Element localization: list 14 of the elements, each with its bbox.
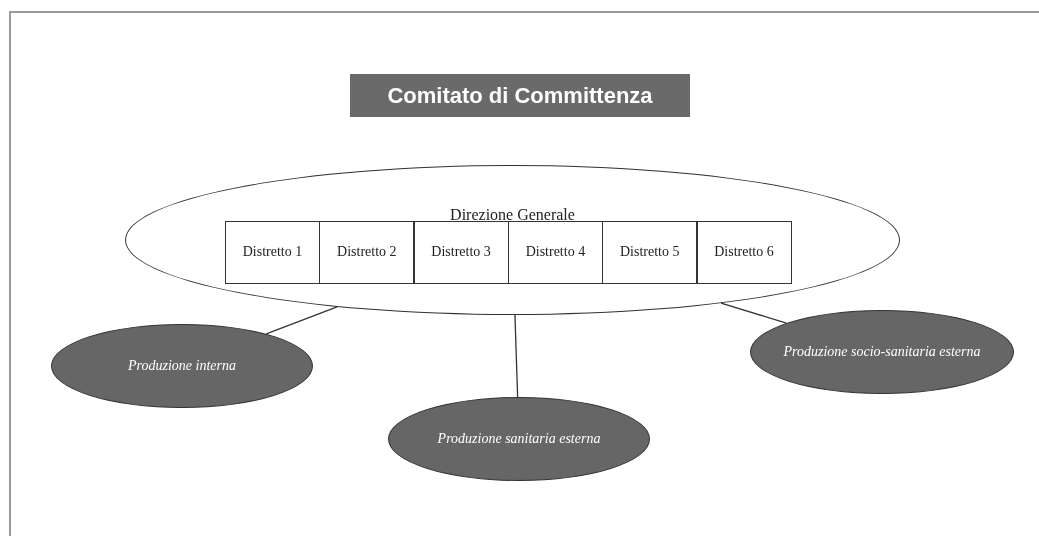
district-box: Distretto 3 xyxy=(413,221,509,284)
district-box: Distretto 4 xyxy=(507,221,603,284)
connector-line xyxy=(514,314,519,398)
district-box: Distretto 6 xyxy=(696,221,792,284)
ellipse-node: Produzione socio-sanitaria esterna xyxy=(750,310,1014,394)
ellipse-node: Produzione sanitaria esterna xyxy=(388,397,650,481)
district-box: Distretto 2 xyxy=(319,221,415,284)
district-box: Distretto 1 xyxy=(225,221,320,284)
connector-line xyxy=(720,302,788,324)
heading-box: Comitato di Committenza xyxy=(350,74,690,117)
connector-line xyxy=(265,306,338,335)
district-box: Distretto 5 xyxy=(602,221,698,284)
ellipse-node: Produzione interna xyxy=(51,324,313,408)
node-title: Direzione Generale xyxy=(449,206,576,224)
